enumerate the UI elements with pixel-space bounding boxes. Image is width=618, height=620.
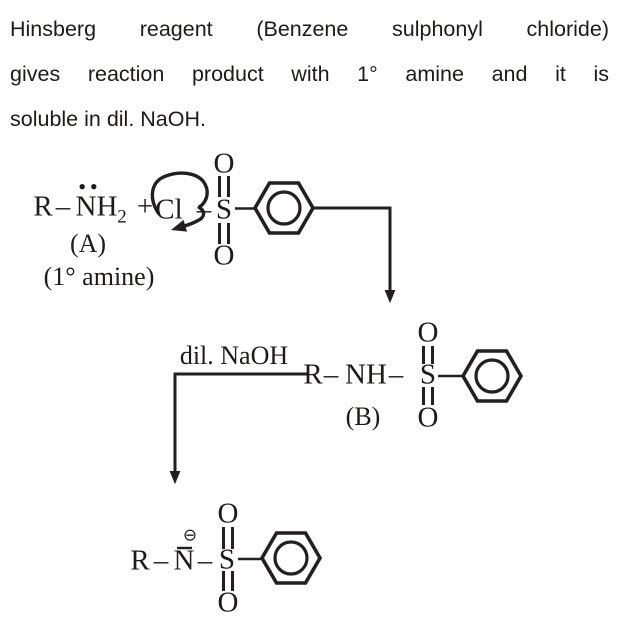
reaction-arrow-2 [169, 372, 309, 485]
atom-Cl: Cl [155, 193, 183, 226]
bond-dash: – [55, 190, 71, 223]
atom-S: S [218, 543, 236, 576]
benzene-circle-icon [266, 190, 302, 226]
intro-line-1: Hinsberg reagent (Benzene sulphonyl chlo… [10, 17, 609, 41]
atom-NH: NH [345, 358, 387, 391]
label-A: (A) [69, 229, 107, 258]
bond-dash: – [323, 358, 339, 391]
atom-H: H [96, 190, 118, 223]
benzene-circle-icon [273, 540, 309, 576]
negative-charge-icon: ⊖ [182, 525, 198, 546]
atom-N: N [173, 544, 195, 577]
atom-S: S [215, 193, 233, 226]
curved-arrow-icon [150, 171, 209, 232]
sulfonyl-group-c [177, 527, 323, 591]
label-B: (B) [345, 402, 381, 431]
atom-O-bottom: O [213, 239, 235, 272]
label-primary-amine: (1° amine) [43, 262, 155, 291]
benzene-ring-icon [259, 531, 323, 585]
bond-dash: – [388, 358, 404, 391]
atom-S: S [419, 358, 437, 391]
atom-O-top: O [417, 316, 439, 349]
atom-R: R [303, 358, 323, 391]
sulfonyl-group-b [422, 346, 524, 405]
intro-paragraph: Hinsberg reagent (Benzene sulphonyl chlo… [10, 7, 609, 142]
subscript-2: 2 [117, 206, 127, 228]
atom-R: R [130, 544, 150, 577]
sulfonyl-group-a [218, 176, 316, 244]
lone-pair-dots-icon: •• [77, 178, 101, 197]
atom-O-top: O [213, 147, 235, 180]
atom-R: R [33, 190, 53, 223]
plus-sign: + [136, 190, 154, 223]
benzene-ring-icon [460, 349, 524, 403]
bond-dash: – [197, 544, 213, 577]
bond-dash: – [196, 193, 212, 226]
benzene-circle-icon [474, 358, 510, 394]
intro-line-3: soluble in dil. NaOH. [10, 107, 206, 131]
atom-O-bottom: O [417, 401, 439, 434]
bond-dash: – [153, 544, 169, 577]
intro-line-2: gives reaction product with 1° amine and… [10, 62, 609, 86]
atom-O-top: O [217, 497, 239, 530]
atom-O-bottom: O [217, 586, 239, 619]
reagent-dil-naoh: dil. NaOH [179, 341, 289, 370]
reaction-arrow-1 [313, 206, 396, 304]
atom-N: N [75, 190, 97, 223]
